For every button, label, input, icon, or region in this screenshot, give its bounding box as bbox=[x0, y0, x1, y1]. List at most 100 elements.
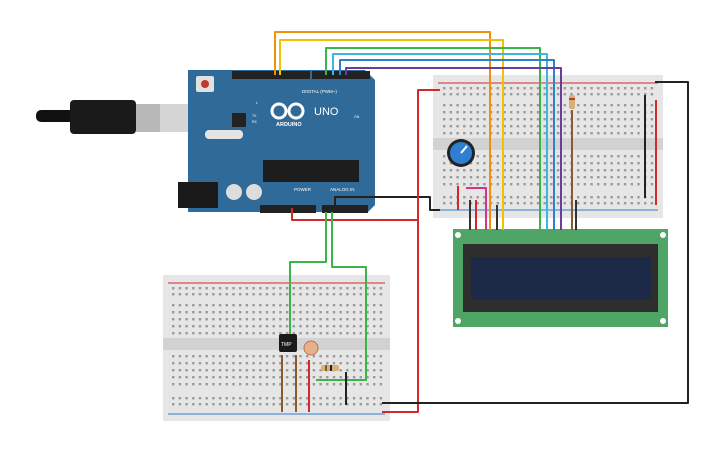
breadboard-hole[interactable] bbox=[212, 311, 215, 314]
breadboard-hole[interactable] bbox=[212, 403, 215, 406]
breadboard-hole[interactable] bbox=[339, 325, 342, 328]
breadboard-hole[interactable] bbox=[577, 118, 580, 121]
breadboard-hole[interactable] bbox=[285, 332, 289, 335]
breadboard-hole[interactable] bbox=[279, 369, 282, 372]
breadboard-hole[interactable] bbox=[259, 293, 262, 296]
breadboard-hole[interactable] bbox=[339, 332, 342, 335]
breadboard-hole[interactable] bbox=[292, 383, 295, 386]
breadboard-hole[interactable] bbox=[212, 369, 215, 372]
breadboard-hole[interactable] bbox=[239, 287, 242, 290]
breadboard-hole[interactable] bbox=[218, 325, 222, 328]
breadboard-hole[interactable] bbox=[326, 383, 329, 386]
breadboard-hole[interactable] bbox=[339, 362, 342, 365]
breadboard-hole[interactable] bbox=[516, 169, 520, 172]
breadboard-hole[interactable] bbox=[352, 311, 356, 314]
breadboard-hole[interactable] bbox=[239, 397, 242, 400]
breadboard-hole[interactable] bbox=[503, 183, 506, 186]
breadboard-hole[interactable] bbox=[449, 202, 453, 205]
breadboard-hole[interactable] bbox=[650, 202, 654, 205]
breadboard-hole[interactable] bbox=[285, 383, 289, 386]
breadboard-hole[interactable] bbox=[366, 325, 369, 328]
breadboard-hole[interactable] bbox=[503, 169, 506, 172]
breadboard-hole[interactable] bbox=[352, 332, 356, 335]
breadboard-hole[interactable] bbox=[563, 132, 566, 135]
breadboard-hole[interactable] bbox=[516, 155, 520, 158]
breadboard-hole[interactable] bbox=[339, 369, 342, 372]
breadboard-hole[interactable] bbox=[346, 332, 349, 335]
breadboard-hole[interactable] bbox=[516, 183, 520, 186]
breadboard-hole[interactable] bbox=[252, 397, 255, 400]
breadboard-hole[interactable] bbox=[265, 376, 269, 379]
breadboard-hole[interactable] bbox=[449, 125, 453, 128]
breadboard-hole[interactable] bbox=[456, 132, 459, 135]
breadboard-hole[interactable] bbox=[510, 155, 513, 158]
breadboard-hole[interactable] bbox=[292, 376, 295, 379]
breadboard-hole[interactable] bbox=[637, 196, 640, 199]
breadboard-hole[interactable] bbox=[272, 369, 275, 372]
breadboard-hole[interactable] bbox=[556, 202, 560, 205]
breadboard-hole[interactable] bbox=[503, 93, 506, 96]
breadboard-hole[interactable] bbox=[523, 162, 526, 165]
breadboard-hole[interactable] bbox=[245, 376, 249, 379]
wire-blue[interactable] bbox=[339, 59, 555, 230]
breadboard-hole[interactable] bbox=[476, 176, 479, 179]
breadboard-hole[interactable] bbox=[530, 155, 533, 158]
breadboard-hole[interactable] bbox=[476, 132, 479, 135]
breadboard-hole[interactable] bbox=[172, 325, 175, 328]
breadboard-hole[interactable] bbox=[205, 369, 208, 372]
breadboard-hole[interactable] bbox=[617, 132, 620, 135]
breadboard-hole[interactable] bbox=[469, 196, 473, 199]
breadboard-hole[interactable] bbox=[379, 287, 383, 290]
breadboard-hole[interactable] bbox=[218, 383, 222, 386]
breadboard-hole[interactable] bbox=[346, 325, 349, 328]
breadboard-hole[interactable] bbox=[232, 376, 235, 379]
breadboard-hole[interactable] bbox=[496, 183, 499, 186]
breadboard-hole[interactable] bbox=[272, 403, 275, 406]
breadboard-hole[interactable] bbox=[577, 155, 580, 158]
breadboard-hole[interactable] bbox=[516, 93, 520, 96]
breadboard-hole[interactable] bbox=[476, 155, 479, 158]
breadboard-hole[interactable] bbox=[463, 93, 466, 96]
breadboard-hole[interactable] bbox=[332, 311, 336, 314]
breadboard-hole[interactable] bbox=[225, 318, 228, 321]
wire-black-lcd[interactable] bbox=[469, 200, 577, 230]
breadboard-hole[interactable] bbox=[597, 169, 600, 172]
temperature-sensor[interactable]: TMP bbox=[279, 334, 297, 352]
breadboard-hole[interactable] bbox=[489, 183, 493, 186]
breadboard-hole[interactable] bbox=[192, 287, 195, 290]
breadboard-hole[interactable] bbox=[346, 376, 349, 379]
breadboard-hole[interactable] bbox=[212, 293, 215, 296]
breadboard-hole[interactable] bbox=[339, 318, 342, 321]
breadboard-hole[interactable] bbox=[198, 293, 202, 296]
breadboard-hole[interactable] bbox=[259, 287, 262, 290]
breadboard-hole[interactable] bbox=[556, 132, 560, 135]
breadboard-hole[interactable] bbox=[299, 293, 302, 296]
breadboard-hole[interactable] bbox=[306, 325, 309, 328]
breadboard-hole[interactable] bbox=[463, 125, 466, 128]
breadboard-hole[interactable] bbox=[550, 202, 553, 205]
breadboard-hole[interactable] bbox=[563, 118, 566, 121]
breadboard-hole[interactable] bbox=[239, 332, 242, 335]
breadboard-hole[interactable] bbox=[232, 304, 235, 307]
breadboard-hole[interactable] bbox=[205, 304, 208, 307]
breadboard-hole[interactable] bbox=[373, 403, 376, 406]
breadboard-hole[interactable] bbox=[469, 93, 473, 96]
breadboard-hole[interactable] bbox=[483, 176, 486, 179]
breadboard-hole[interactable] bbox=[292, 318, 295, 321]
breadboard-hole[interactable] bbox=[299, 383, 302, 386]
wire-orange[interactable] bbox=[274, 31, 491, 230]
breadboard-hole[interactable] bbox=[489, 132, 493, 135]
breadboard-hole[interactable] bbox=[339, 397, 342, 400]
breadboard-hole[interactable] bbox=[536, 183, 540, 186]
breadboard-hole[interactable] bbox=[563, 111, 566, 114]
breadboard-hole[interactable] bbox=[326, 318, 329, 321]
wire-green-a1[interactable] bbox=[316, 212, 367, 381]
breadboard-hole[interactable] bbox=[172, 403, 175, 406]
breadboard-hole[interactable] bbox=[597, 183, 600, 186]
breadboard-hole[interactable] bbox=[245, 362, 249, 365]
breadboard-hole[interactable] bbox=[312, 318, 316, 321]
breadboard-hole[interactable] bbox=[556, 87, 560, 90]
breadboard-hole[interactable] bbox=[178, 287, 182, 290]
breadboard-hole[interactable] bbox=[623, 111, 627, 114]
breadboard-hole[interactable] bbox=[205, 318, 208, 321]
